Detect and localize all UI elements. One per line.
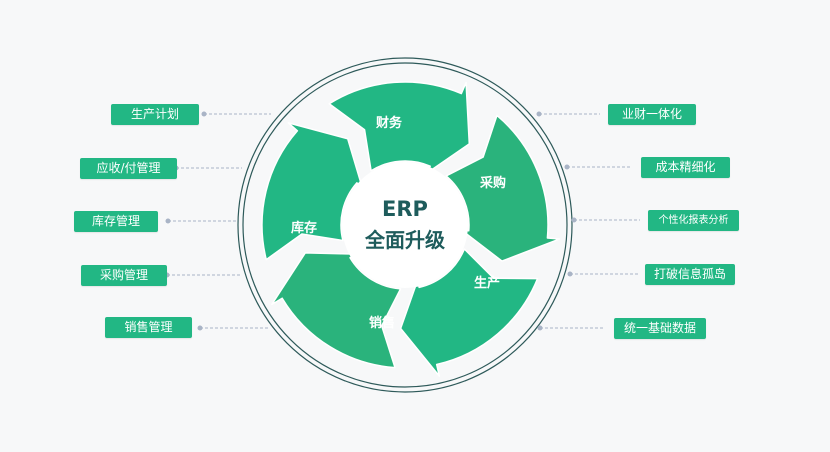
connector-dot-right-1	[564, 164, 570, 170]
connector-dot-right-2	[571, 217, 577, 223]
cycle-arrow-finance	[328, 81, 471, 174]
tag-production-plan: 生产计划	[111, 104, 199, 125]
segment-label-purchase: 采购	[479, 176, 506, 191]
tag-cost-refinement: 成本精细化	[641, 157, 730, 178]
center-title-erp: ERP	[382, 197, 428, 221]
inner-ring	[242, 62, 568, 388]
connector-dot-left-0	[201, 111, 207, 117]
tag-ar-ap-management: 应收/付管理	[80, 158, 177, 179]
connector-dot-left-2	[165, 218, 171, 224]
tag-sales-management: 销售管理	[105, 317, 192, 338]
connector-dot-right-0	[536, 111, 542, 117]
outer-ring	[237, 57, 573, 393]
tag-business-finance-integration: 业财一体化	[608, 104, 696, 125]
segment-label-finance: 财务	[375, 116, 402, 131]
segment-label-sales: 销售	[368, 316, 395, 331]
segment-label-production: 生产	[473, 276, 500, 291]
connector-dot-left-4	[197, 325, 203, 331]
cycle-arrow-production	[399, 248, 539, 377]
connector-dot-right-4	[537, 325, 543, 331]
connector-dot-right-3	[567, 271, 573, 277]
tag-unified-base-data: 统一基础数据	[614, 318, 706, 339]
tag-inventory-management: 库存管理	[74, 211, 158, 232]
segment-label-inventory: 库存	[290, 221, 317, 236]
tag-custom-report-analysis: 个性化报表分析	[648, 210, 739, 231]
cycle-arrow-purchase	[445, 114, 561, 262]
center-disc	[342, 162, 468, 288]
cycle-arrow-sales	[271, 252, 402, 369]
cycle-arrow-inventory	[261, 122, 364, 261]
center-title-upgrade: 全面升级	[365, 228, 445, 252]
tag-purchase-management: 采购管理	[81, 265, 167, 286]
tag-break-info-silos: 打破信息孤岛	[645, 264, 735, 285]
